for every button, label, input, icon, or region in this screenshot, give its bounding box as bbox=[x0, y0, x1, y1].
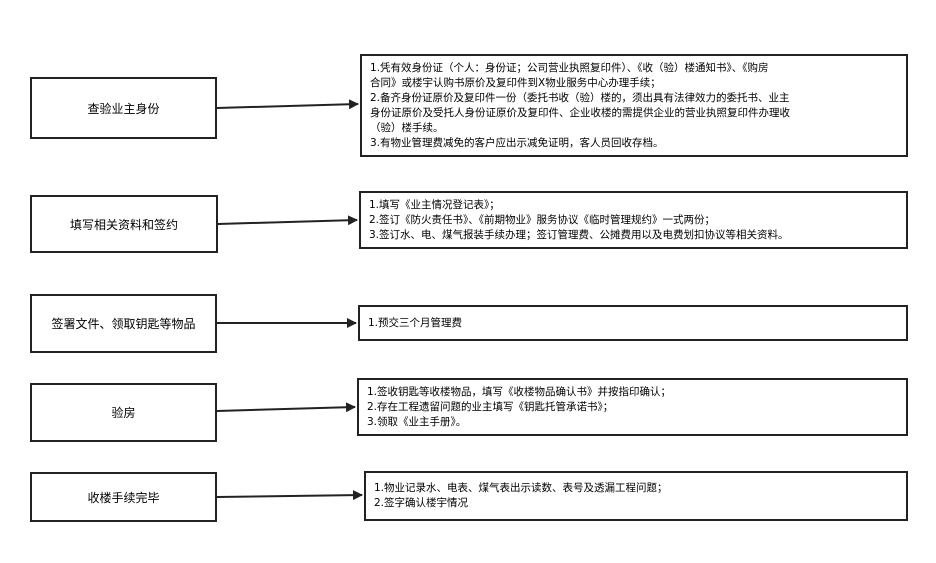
detail-line: 2.签字确认楼宇情况 bbox=[374, 497, 469, 509]
step-label: 签署文件、领取钥匙等物品 bbox=[51, 317, 196, 331]
step-box-house-inspection: 验房 bbox=[30, 383, 217, 442]
arrow-1 bbox=[216, 99, 359, 110]
detail-box-sign-files-collect-keys: 1.预交三个月管理费 bbox=[358, 305, 908, 341]
step-box-handover-complete: 收楼手续完毕 bbox=[30, 472, 217, 522]
step-box-verify-owner-identity: 查验业主身份 bbox=[30, 77, 217, 139]
arrow-5 bbox=[216, 490, 363, 501]
detail-line: （验）楼手续。 bbox=[370, 121, 444, 134]
detail-line: 1.签收钥匙等收楼物品，填写《收楼物品确认书》并按指印确认； bbox=[367, 385, 672, 398]
detail-line: 1.填写《业主情况登记表》； bbox=[369, 198, 500, 211]
detail-line: 2.备齐身份证原价及复印件一份（委托书收（验）楼的，须出具有法律效力的委托书、业… bbox=[370, 91, 790, 104]
arrow-2 bbox=[217, 215, 358, 226]
detail-line: 3.签订水、电、煤气报装手续办理；签订管理费、公摊费用以及电费划扣协议等相关资料… bbox=[369, 228, 789, 241]
arrow-4 bbox=[216, 402, 356, 413]
detail-line: 3.有物业管理费减免的客户应出示减免证明，客人员回收存档。 bbox=[370, 136, 664, 149]
step-label: 收楼手续完毕 bbox=[87, 490, 160, 505]
detail-box-verify-owner-identity: 1.凭有效身份证（个人：身份证；公司营业执照复印件）、《收（验）楼通知书》、《购… bbox=[360, 54, 908, 157]
step-label: 填写相关资料和签约 bbox=[69, 217, 178, 232]
step-box-sign-files-collect-keys: 签署文件、领取钥匙等物品 bbox=[30, 294, 217, 353]
detail-box-house-inspection: 1.签收钥匙等收楼物品，填写《收楼物品确认书》并按指印确认； 2.存在工程遗留问… bbox=[357, 378, 908, 436]
step-label: 查验业主身份 bbox=[87, 101, 160, 116]
detail-line: 身份证原价及受托人身份证原价及复印件、企业收楼的需提供企业的营业执照复印件办理收 bbox=[370, 106, 790, 119]
detail-box-fill-documents-and-sign: 1.填写《业主情况登记表》； 2.签订《防火责任书》、《前期物业》服务协议《临时… bbox=[359, 191, 908, 249]
detail-line: 2.存在工程遗留问题的业主填写《钥匙托管承诺书》； bbox=[367, 400, 614, 413]
step-box-fill-documents-and-sign: 填写相关资料和签约 bbox=[30, 195, 218, 253]
detail-line: 1.凭有效身份证（个人：身份证；公司营业执照复印件）、《收（验）楼通知书》、《购… bbox=[370, 61, 769, 74]
detail-box-handover-complete: 1.物业记录水、电表、煤气表出示读数、表号及透漏工程问题； 2.签字确认楼宇情况 bbox=[364, 471, 908, 521]
detail-line: 1.物业记录水、电表、煤气表出示读数、表号及透漏工程问题； bbox=[374, 482, 668, 494]
detail-line: 1.预交三个月管理费 bbox=[368, 316, 463, 329]
detail-line: 3.领取《业主手册》。 bbox=[367, 415, 467, 428]
detail-line: 合同》或楼宇认购书原价及复印件到X物业服务中心办理手续； bbox=[370, 76, 661, 89]
detail-line: 2.签订《防火责任书》、《前期物业》服务协议《临时管理规约》一式两份； bbox=[369, 213, 716, 226]
step-label: 验房 bbox=[111, 406, 136, 420]
